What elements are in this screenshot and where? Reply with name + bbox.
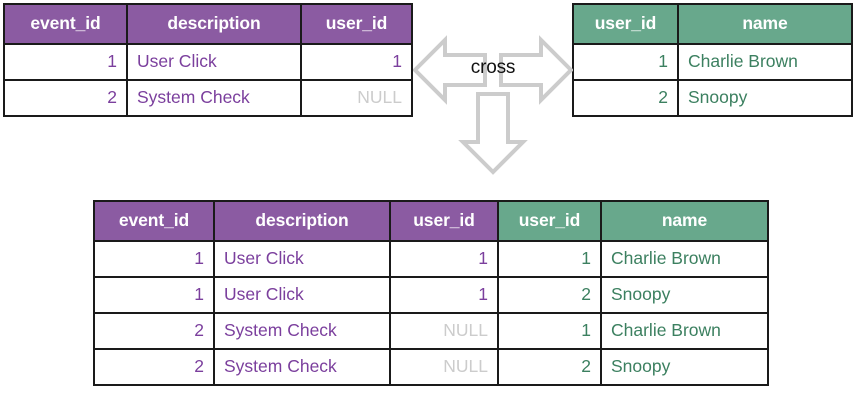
table-row: 2 Snoopy: [572, 79, 853, 117]
column-header-description: description: [126, 3, 302, 45]
cell-user-id-right: 2: [497, 348, 602, 386]
cell-user-id: 1: [300, 43, 413, 81]
cell-user-id-left: 1: [389, 240, 499, 278]
cell-name: Charlie Brown: [677, 43, 853, 81]
table-row: 2 System Check NULL 2 Snoopy: [93, 348, 769, 386]
cell-name: Snoopy: [600, 348, 769, 386]
table-row: 1 User Click 1 2 Snoopy: [93, 276, 769, 314]
cell-user-id: 2: [572, 79, 679, 117]
cell-user-id: 1: [572, 43, 679, 81]
cell-event-id: 1: [3, 43, 128, 81]
cell-user-id-right: 1: [497, 240, 602, 278]
column-header-user-id: user_id: [300, 3, 413, 45]
events-table: event_id description user_id 1 User Clic…: [3, 3, 413, 117]
table-row: 1 Charlie Brown: [572, 43, 853, 81]
cell-description: System Check: [213, 348, 391, 386]
table-header-row: event_id description user_id: [3, 3, 413, 45]
cell-user-id-right: 2: [497, 276, 602, 314]
column-header-name: name: [677, 3, 853, 45]
cell-name: Charlie Brown: [600, 312, 769, 350]
cell-user-id-left-null: NULL: [389, 312, 499, 350]
table-row: 2 System Check NULL 1 Charlie Brown: [93, 312, 769, 350]
table-header-row: user_id name: [572, 3, 853, 45]
column-header-event-id: event_id: [93, 200, 215, 242]
table-row: 1 User Click 1: [3, 43, 413, 81]
cell-description: User Click: [213, 276, 391, 314]
cell-user-id-left-null: NULL: [389, 348, 499, 386]
cell-name: Charlie Brown: [600, 240, 769, 278]
cell-event-id: 2: [93, 348, 215, 386]
cell-name: Snoopy: [677, 79, 853, 117]
cell-user-id-right: 1: [497, 312, 602, 350]
column-header-event-id: event_id: [3, 3, 128, 45]
cell-event-id: 2: [93, 312, 215, 350]
table-row: 2 System Check NULL: [3, 79, 413, 117]
cell-description: User Click: [213, 240, 391, 278]
column-header-user-id-right: user_id: [497, 200, 602, 242]
cell-user-id-null: NULL: [300, 79, 413, 117]
column-header-name: name: [600, 200, 769, 242]
table-header-row: event_id description user_id user_id nam…: [93, 200, 769, 242]
column-header-user-id: user_id: [572, 3, 679, 45]
cell-description: System Check: [213, 312, 391, 350]
result-table: event_id description user_id user_id nam…: [93, 200, 769, 386]
join-type-label: cross: [470, 57, 516, 78]
cell-name: Snoopy: [600, 276, 769, 314]
cell-event-id: 1: [93, 276, 215, 314]
cell-description: User Click: [126, 43, 302, 81]
column-header-description: description: [213, 200, 391, 242]
three-way-join-arrow-icon: [413, 22, 573, 177]
cell-user-id-left: 1: [389, 276, 499, 314]
cell-description: System Check: [126, 79, 302, 117]
table-row: 1 User Click 1 1 Charlie Brown: [93, 240, 769, 278]
users-table: user_id name 1 Charlie Brown 2 Snoopy: [572, 3, 853, 117]
column-header-user-id-left: user_id: [389, 200, 499, 242]
cell-event-id: 2: [3, 79, 128, 117]
cell-event-id: 1: [93, 240, 215, 278]
